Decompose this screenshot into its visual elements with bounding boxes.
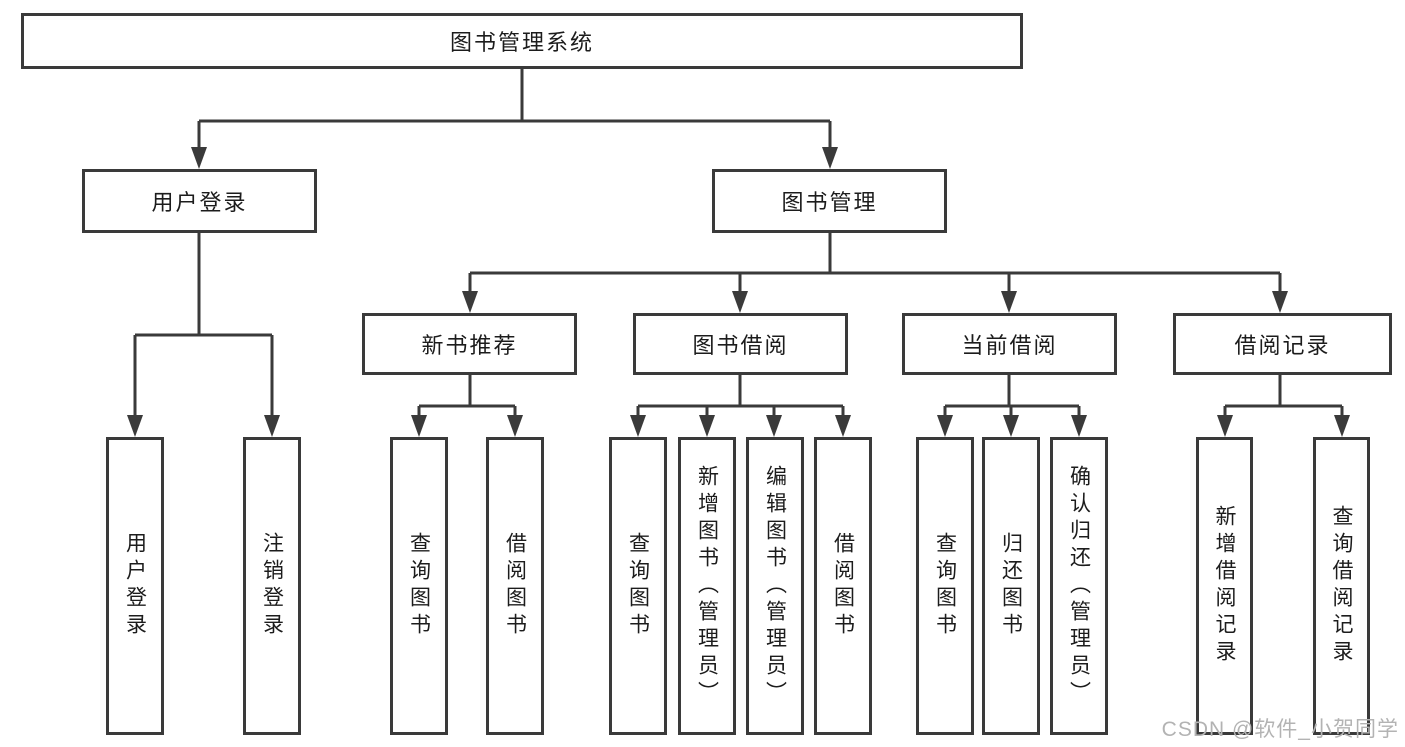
- node-user-login: 用户登录: [82, 169, 317, 233]
- connector-new-book-recommend: [417, 375, 517, 424]
- leaf-recommend-borrow-books: 借阅图书: [486, 437, 544, 735]
- leaf-logout: 注销登录: [243, 437, 301, 735]
- node-book-management: 图书管理: [712, 169, 947, 233]
- node-root: 图书管理系统: [21, 13, 1023, 69]
- connector-root: [197, 69, 832, 154]
- leaf-query-borrow-record: 查询借阅记录: [1313, 437, 1370, 735]
- leaf-return-books: 归还图书: [982, 437, 1040, 735]
- connector-user-login: [133, 233, 274, 424]
- leaf-add-borrow-record: 新增借阅记录: [1196, 437, 1253, 735]
- node-borrow-records: 借阅记录: [1173, 313, 1392, 375]
- connector-borrow-records: [1223, 375, 1344, 424]
- leaf-borrow-books: 借阅图书: [814, 437, 872, 735]
- node-new-book-recommend: 新书推荐: [362, 313, 577, 375]
- leaf-user-login: 用户登录: [106, 437, 164, 735]
- leaf-current-query-books: 查询图书: [916, 437, 974, 735]
- leaf-borrow-query-books: 查询图书: [609, 437, 667, 735]
- connector-book-management: [468, 233, 1282, 298]
- arrowheads: [127, 147, 1350, 437]
- watermark: CSDN @软件_小贺同学: [1161, 718, 1399, 741]
- leaf-add-books-admin: 新增图书（管理员）: [678, 437, 736, 735]
- node-current-borrow: 当前借阅: [902, 313, 1117, 375]
- leaf-edit-books-admin: 编辑图书（管理员）: [746, 437, 804, 735]
- leaf-confirm-return-admin: 确认归还（管理员）: [1050, 437, 1108, 735]
- connector-book-borrow: [636, 375, 845, 424]
- leaf-recommend-query-books: 查询图书: [390, 437, 448, 735]
- node-book-borrow: 图书借阅: [633, 313, 848, 375]
